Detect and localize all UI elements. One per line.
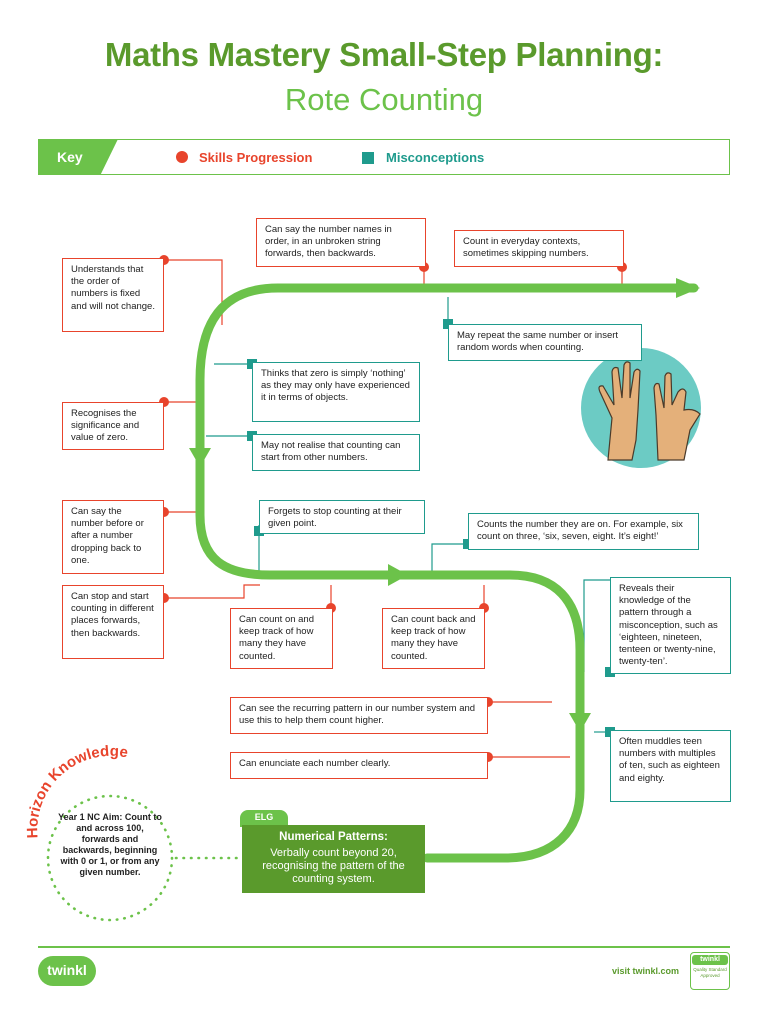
- quality-badge-top: [692, 955, 728, 965]
- page-subtitle: Rote Counting: [284, 82, 484, 117]
- skill-box: Can see the recurring pattern in our num…: [230, 697, 488, 734]
- misconception-box: Reveals their knowledge of the pattern t…: [610, 577, 731, 674]
- path-down-arrow-icon-2: [569, 713, 591, 732]
- skill-box: Count in everyday contexts, sometimes sk…: [454, 230, 624, 267]
- path-right-arrow-icon: [388, 564, 408, 586]
- skill-box: Can stop and start counting in different…: [62, 585, 164, 659]
- misconception-box: Often muddles teen numbers with multiple…: [610, 730, 731, 802]
- skill-box: Can count back and keep track of how man…: [382, 608, 485, 669]
- counting-hands-image: [581, 348, 701, 468]
- twinkl-logo-text: twinkl: [47, 962, 87, 978]
- footer-divider: [38, 946, 730, 948]
- visit-link[interactable]: visit twinkl.com: [612, 966, 680, 976]
- elg-text: Verbally count beyond 20, recognising th…: [262, 847, 405, 885]
- elg-box: [242, 825, 425, 893]
- skill-dot-icon: [176, 151, 188, 163]
- misconception-box: Forgets to stop counting at their given …: [259, 500, 425, 534]
- misconception-box: May not realise that counting can start …: [252, 434, 420, 471]
- twinkl-logo[interactable]: [38, 956, 96, 986]
- skill-box: Can say the number before or after a num…: [62, 500, 164, 574]
- elg-title: Numerical Patterns:: [279, 831, 388, 843]
- quality-badge-text: Quality Standard Approved: [693, 967, 727, 978]
- path-start-arrow-icon: [676, 278, 700, 298]
- misconception-square-icon: [362, 152, 374, 164]
- key-misconceptions-label: Misconceptions: [386, 150, 485, 165]
- page-title: Maths Mastery Small-Step Planning:: [104, 36, 664, 73]
- quality-badge-logo: twinkl: [700, 956, 720, 963]
- skill-box: Understands that the order of numbers is…: [62, 258, 164, 332]
- path-down-arrow-icon: [189, 448, 211, 467]
- key-skills-label: Skills Progression: [199, 150, 313, 165]
- elg-tab: [240, 810, 288, 827]
- horizon-knowledge-text: Year 1 NC Aim: Count to and across 100, …: [58, 812, 162, 877]
- skill-box: Recognises the significance and value of…: [62, 402, 164, 450]
- misconception-box: Counts the number they are on. For examp…: [468, 513, 699, 550]
- misconception-box: Thinks that zero is simply ‘nothing’ as …: [252, 362, 420, 422]
- elg-tab-label: ELG: [254, 812, 274, 822]
- skill-box: Can count on and keep track of how many …: [230, 608, 333, 669]
- skill-box: Can enunciate each number clearly.: [230, 752, 488, 779]
- misconception-box: May repeat the same number or insert ran…: [448, 324, 642, 361]
- key-label: Key: [57, 149, 83, 165]
- skill-box: Can say the number names in order, in an…: [256, 218, 426, 267]
